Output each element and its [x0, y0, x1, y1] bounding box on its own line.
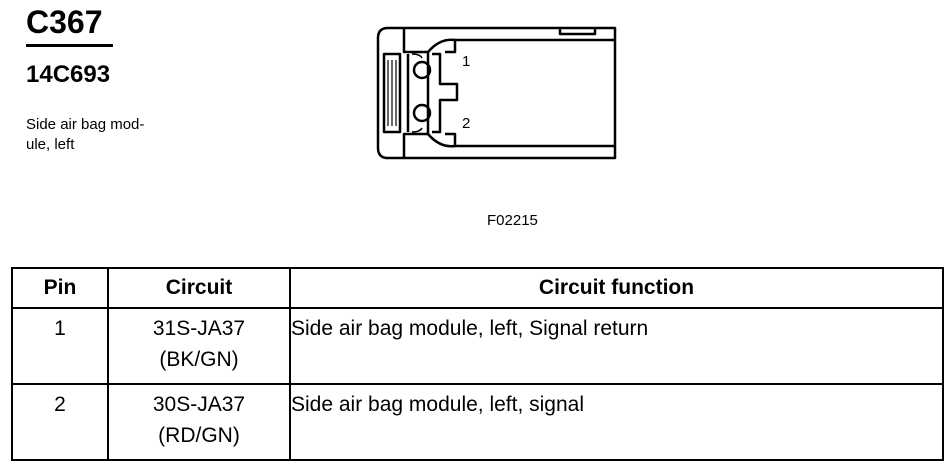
- pin-1-label: 1: [462, 53, 470, 70]
- connector-divider: [427, 38, 457, 54]
- wire-color: (RD/GN): [158, 424, 240, 447]
- locking-tab: [402, 28, 430, 158]
- terminal-cavity: [432, 52, 459, 134]
- figure-id: F02215: [487, 212, 538, 229]
- connector-id-underline: [26, 44, 113, 47]
- header-circuit: Circuit: [107, 267, 291, 309]
- pin-2-label: 2: [462, 115, 470, 132]
- table-row: 2 30S-JA37 (RD/GN) Side air bag module, …: [11, 383, 944, 461]
- description-line-2: ule, left: [26, 136, 75, 153]
- connector-id: C367: [26, 4, 103, 40]
- table-row: 1 31S-JA37 (BK/GN) Side air bag module, …: [11, 307, 944, 385]
- header-pin: Pin: [11, 267, 109, 309]
- connector-description: Side air bag mod- ule, left: [26, 115, 186, 155]
- header-function: Circuit function: [289, 267, 944, 309]
- circuit-number: 31S-JA37: [152, 317, 246, 340]
- pin-1-terminal: [412, 60, 432, 80]
- connector-housing: [376, 26, 617, 160]
- part-number: 14C693: [26, 61, 111, 88]
- description-line-1: Side air bag mod-: [26, 116, 145, 133]
- cell-function: Side air bag module, left, signal: [289, 383, 944, 461]
- table-header-row: Pin Circuit Circuit function: [11, 267, 944, 309]
- top-latch: [558, 28, 597, 36]
- tab-inner-left: [382, 52, 402, 134]
- connector-diagram: 1 2: [376, 26, 617, 160]
- cell-circuit: 30S-JA37 (RD/GN): [107, 383, 291, 461]
- cell-circuit: 31S-JA37 (BK/GN): [107, 307, 291, 385]
- cell-function: Side air bag module, left, Signal return: [289, 307, 944, 385]
- pin-2-terminal: [412, 103, 432, 123]
- cell-pin: 2: [11, 383, 109, 461]
- circuit-number: 30S-JA37: [152, 393, 246, 416]
- pinout-table: Pin Circuit Circuit function 1 31S-JA37 …: [11, 267, 944, 461]
- cell-pin: 1: [11, 307, 109, 385]
- wire-color: (BK/GN): [159, 348, 239, 371]
